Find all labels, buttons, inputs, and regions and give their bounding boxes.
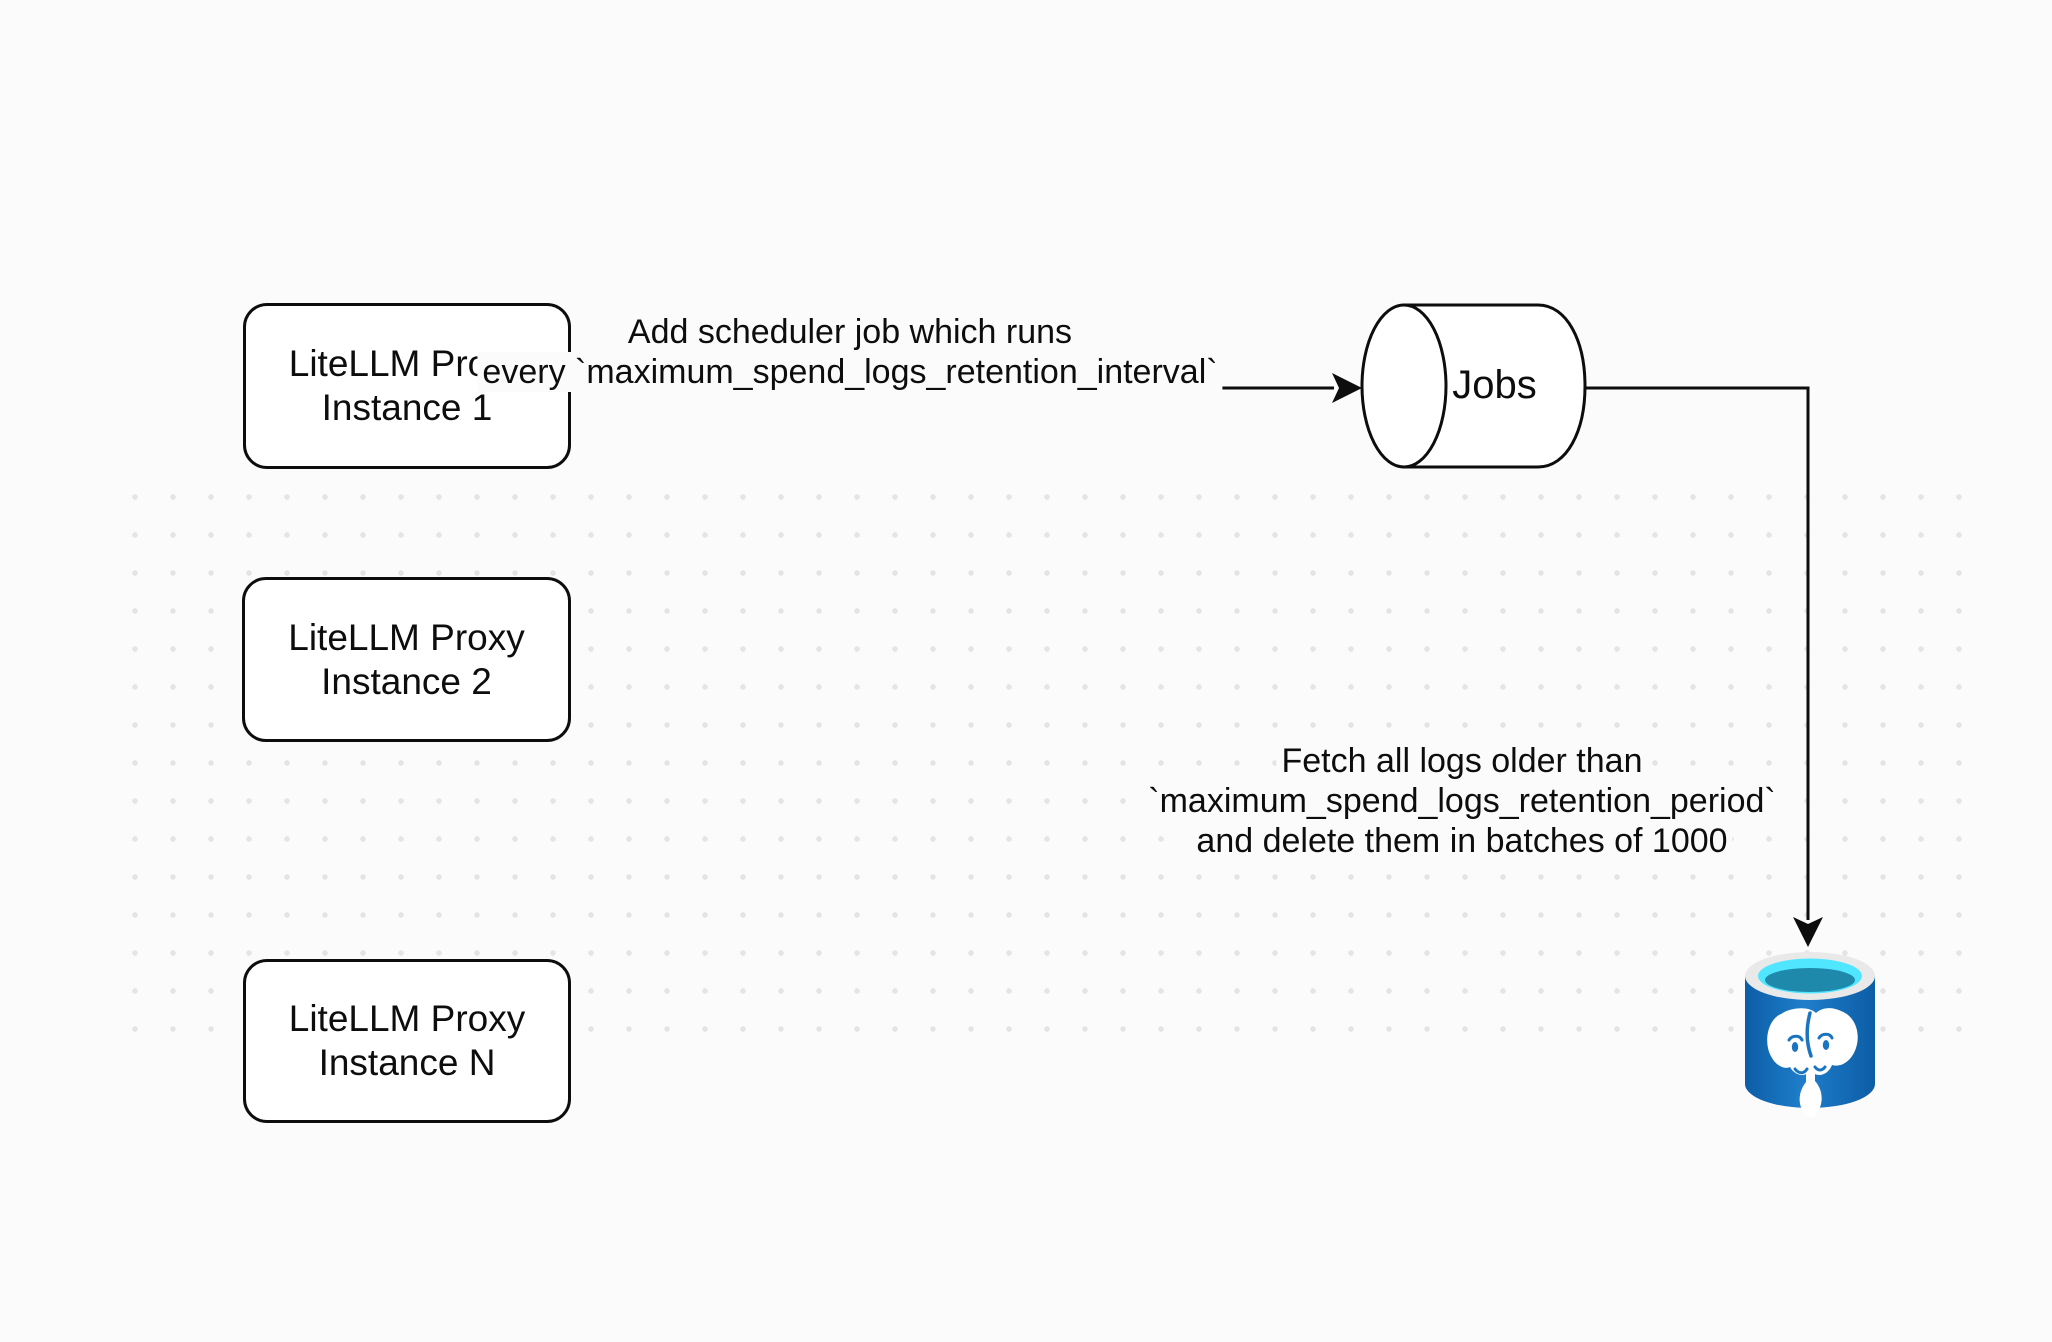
edge-label-line: every `maximum_spend_logs_retention_inte… [477,352,1223,392]
edge-label-line: Add scheduler job which runs [622,312,1078,352]
node-label-line: LiteLLM Proxy [288,616,525,658]
node-label-line: Instance N [318,1042,496,1083]
edge-label-line: and delete them in batches of 1000 [1191,821,1733,861]
node-label-line: Instance 2 [321,660,492,702]
edge-label-line: Fetch all logs older than [1276,741,1648,781]
node-label-line: Instance 1 [321,387,493,428]
jobs-cylinder [1360,303,1587,469]
dot-grid-background [116,478,1978,1048]
edge-label-scheduler: Add scheduler job which runs every `maxi… [477,312,1223,392]
jobs-cylinder-label: Jobs [1452,362,1537,407]
node-litellm-proxy-instance-2: LiteLLM Proxy Instance 2 [242,577,571,742]
edge-fetch-arrow [1584,386,1823,947]
node-litellm-proxy-instance-n: LiteLLM Proxy Instance N [243,959,571,1123]
postgres-database-icon [1745,952,1875,1118]
edge-label-line: `maximum_spend_logs_retention_period` [1143,781,1781,821]
node-label-line: LiteLLM Proxy [288,998,526,1039]
edge-label-fetch-logs: Fetch all logs older than `maximum_spend… [1143,741,1781,861]
postgres-elephant-glyph [1767,1008,1858,1118]
